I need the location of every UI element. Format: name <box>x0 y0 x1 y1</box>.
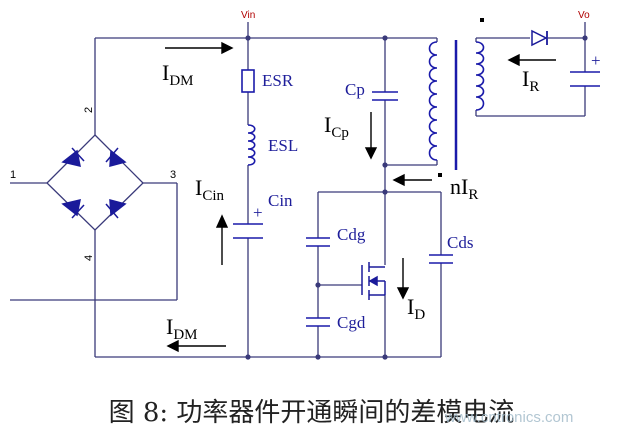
esr-label: ESR <box>262 71 294 90</box>
esr-resistor <box>241 69 255 93</box>
cds-label: Cds <box>447 233 473 252</box>
idm-top-label: IDM <box>162 60 194 89</box>
figure-caption: 图 8: 功率器件开通瞬间的差模电流 <box>108 398 515 428</box>
cgd-capacitor <box>306 317 330 327</box>
out-plus-label: + <box>591 51 601 70</box>
cin-label: Cin <box>268 191 293 210</box>
cin-capacitor <box>233 223 263 239</box>
nir-label: nIR <box>450 174 478 203</box>
vo-rail-label: Vo <box>578 10 590 21</box>
cdg-capacitor <box>306 237 330 247</box>
mosfet <box>361 262 386 300</box>
bridge-rectifier <box>46 134 144 231</box>
junction-dots <box>245 35 588 360</box>
primary-dot <box>438 173 442 177</box>
icin-label: ICin <box>195 175 225 204</box>
pin-4-label: 4 <box>83 255 95 261</box>
vin-rail-label: Vin <box>241 10 255 21</box>
cp-capacitor <box>372 91 398 101</box>
wires <box>10 22 586 358</box>
secondary-dot <box>480 18 484 22</box>
cdg-label: Cdg <box>337 225 366 244</box>
secondary-winding <box>475 41 485 111</box>
cin-plus-label: + <box>253 203 263 222</box>
cds-capacitor <box>429 254 453 264</box>
cgd-label: Cgd <box>337 313 366 332</box>
watermark-text: www.cntronics.com <box>445 409 574 426</box>
idm-bottom-label: IDM <box>166 314 198 343</box>
current-arrows <box>165 41 556 353</box>
output-diode <box>531 29 548 47</box>
primary-winding <box>428 41 438 161</box>
pin-3-label: 3 <box>170 169 176 181</box>
esl-label: ESL <box>268 136 298 155</box>
esl-inductor <box>247 124 256 166</box>
id-label: ID <box>407 294 425 323</box>
ir-label: IR <box>522 66 539 95</box>
cp-label: Cp <box>345 80 365 99</box>
output-capacitor <box>570 71 600 87</box>
icp-label: ICp <box>324 112 349 141</box>
pin-2-label: 2 <box>83 107 95 113</box>
pin-1-label: 1 <box>10 169 16 181</box>
